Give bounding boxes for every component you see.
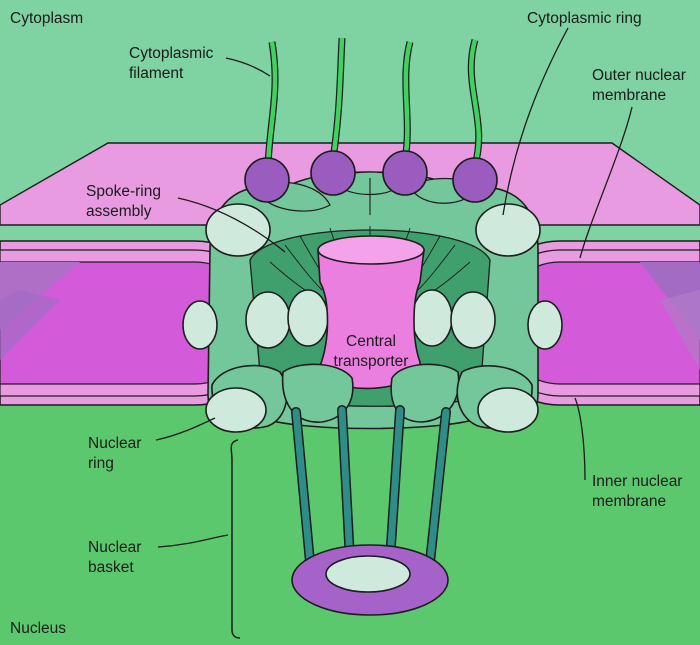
cytoplasmic-ring-lobes bbox=[205, 203, 541, 257]
cytoplasmic-ring-knobs bbox=[244, 150, 498, 203]
inner-nuclear-membrane-label-line1: Inner nuclear bbox=[592, 473, 682, 490]
cytoplasmic-filament-label-line1: Cytoplasmic bbox=[129, 45, 214, 62]
right-membrane-slab bbox=[477, 240, 700, 406]
spoke-ring-ovals bbox=[182, 289, 563, 350]
central-transporter-label-line2: transporter bbox=[334, 353, 409, 370]
central-transporter-label-line1: Central bbox=[346, 333, 396, 350]
nuclear-basket-ring bbox=[291, 544, 449, 616]
nuclear-basket-label-line1: Nuclear bbox=[88, 539, 141, 556]
nuclear-basket-rods bbox=[291, 405, 451, 567]
spoke-ring-assembly-label-line2: assembly bbox=[86, 203, 152, 220]
leader-lines bbox=[155, 27, 633, 548]
spoke-ring-assembly-label-line1: Spoke-ring bbox=[86, 183, 161, 200]
cytoplasmic-ring-label: Cytoplasmic ring bbox=[527, 10, 642, 27]
nuclear-ring-label-line2: ring bbox=[88, 455, 114, 472]
outer-nuclear-membrane-label-line2: membrane bbox=[592, 87, 666, 104]
nucleus-label: Nucleus bbox=[10, 620, 66, 637]
outer-nuclear-membrane-label-line1: Outer nuclear bbox=[592, 67, 686, 84]
nuclear-side-bracket bbox=[230, 439, 241, 639]
cytoplasmic-filaments bbox=[264, 37, 483, 166]
nuclear-ring-lobes bbox=[205, 363, 539, 433]
nuclear-ring-label-line1: Nuclear bbox=[88, 435, 141, 452]
nuclear-basket-label-line2: basket bbox=[88, 559, 134, 576]
cytoplasm-label: Cytoplasm bbox=[10, 10, 83, 27]
inner-nuclear-membrane-label-line2: membrane bbox=[592, 493, 666, 510]
cytoplasmic-filament-label-line2: filament bbox=[129, 65, 184, 82]
central-transporter bbox=[317, 235, 425, 390]
